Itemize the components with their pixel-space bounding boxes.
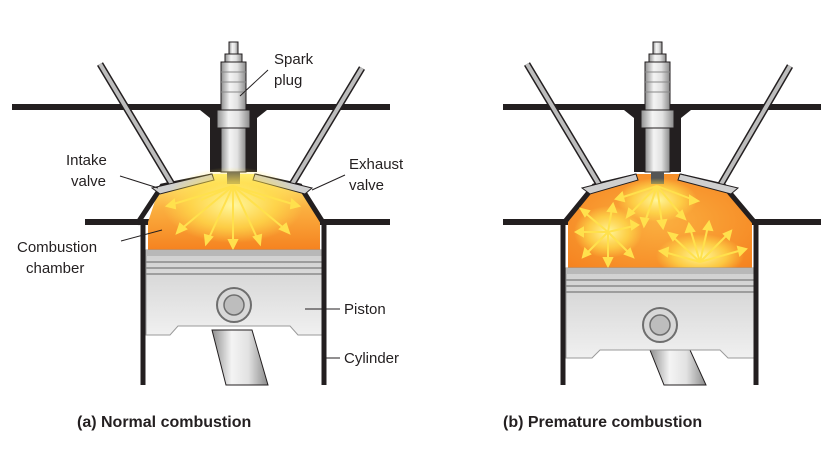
flame-front-a	[163, 167, 303, 251]
engine-b	[503, 41, 821, 386]
cylinder-head-top-a	[12, 104, 390, 110]
label-spark-plug-line1: Spark	[274, 51, 314, 68]
caption-normal-combustion: (a) Normal combustion	[77, 414, 251, 431]
spark-plug-a	[216, 41, 251, 184]
label-spark-plug-line2: plug	[274, 72, 302, 89]
label-piston: Piston	[344, 301, 386, 318]
intake-valve-b	[523, 62, 639, 195]
spark-plug-b	[640, 41, 675, 184]
label-cylinder: Cylinder	[344, 350, 399, 367]
flame-front-spark-b	[614, 178, 701, 231]
flame-front-hotspot-right-b	[656, 219, 748, 278]
label-intake-line1: Intake	[66, 152, 107, 169]
label-chamber-line1: Combustion	[17, 239, 97, 256]
label-chamber-line2: chamber	[26, 260, 84, 277]
exhaust-valve-b	[677, 64, 794, 195]
piston-a	[145, 249, 323, 336]
label-exhaust-line1: Exhaust	[349, 156, 404, 173]
flame-front-hotspot-left-b	[573, 201, 642, 269]
connecting-rod-a	[211, 329, 269, 386]
connecting-rod-b	[649, 349, 707, 386]
caption-premature-combustion: (b) Premature combustion	[503, 414, 702, 431]
leader-lines	[119, 69, 346, 359]
piston-b	[565, 267, 755, 359]
label-exhaust-line2: valve	[349, 177, 384, 194]
engine-a	[12, 41, 390, 386]
label-intake-line2: valve	[71, 173, 106, 190]
